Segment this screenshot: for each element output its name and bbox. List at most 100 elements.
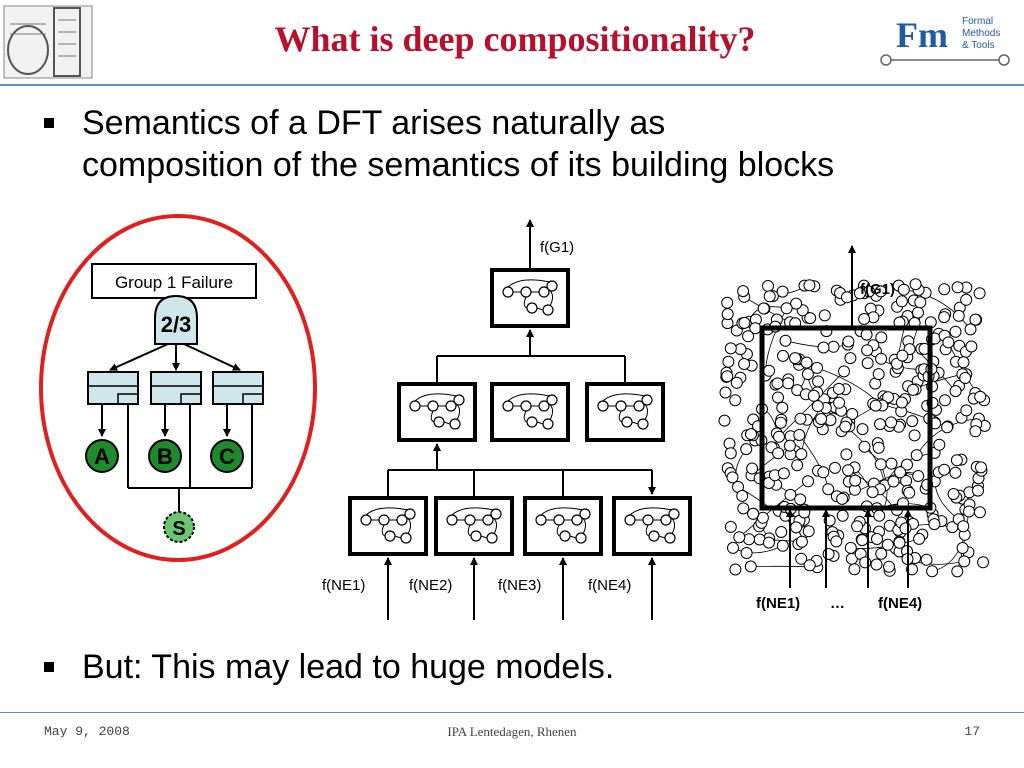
right-input-label-2: f(NE4) bbox=[878, 595, 922, 612]
state-node bbox=[844, 352, 857, 365]
state-node bbox=[903, 486, 916, 499]
state-node bbox=[803, 279, 816, 292]
state-node bbox=[957, 356, 970, 369]
state-node bbox=[872, 368, 885, 381]
state-node bbox=[729, 394, 742, 407]
state-node bbox=[807, 389, 820, 402]
state-node bbox=[973, 287, 986, 300]
state-node bbox=[974, 390, 987, 403]
state-node bbox=[721, 308, 734, 321]
state-node bbox=[882, 391, 895, 404]
fmt-logo-line-3: & Tools bbox=[962, 40, 995, 51]
state-node bbox=[721, 296, 734, 309]
state-node bbox=[724, 447, 737, 460]
state-node bbox=[762, 536, 775, 549]
state-node bbox=[896, 349, 909, 362]
fmt-logo-mark: Fm bbox=[896, 15, 948, 55]
state-node bbox=[801, 368, 814, 381]
state-node bbox=[727, 541, 739, 554]
state-node bbox=[802, 475, 814, 488]
state-node bbox=[777, 349, 789, 362]
state-node bbox=[840, 448, 853, 461]
state-node bbox=[800, 356, 813, 369]
state-node bbox=[719, 386, 732, 399]
bullet-semantics: Semantics of a DFT arises naturally as c… bbox=[44, 102, 994, 192]
state-node bbox=[973, 506, 986, 519]
state-node bbox=[895, 295, 908, 308]
state-node bbox=[744, 560, 757, 573]
header-rule bbox=[0, 84, 1024, 86]
state-node bbox=[848, 563, 861, 576]
state-node bbox=[726, 471, 739, 484]
state-node bbox=[938, 311, 951, 324]
basic-event-c-label: C bbox=[219, 444, 235, 469]
state-node bbox=[872, 441, 885, 454]
monolithic-model-box bbox=[759, 325, 933, 511]
state-node bbox=[906, 563, 918, 576]
state-node bbox=[775, 526, 788, 538]
state-node bbox=[893, 536, 906, 549]
footer-venue: IPA Lentedagen, Rhenen bbox=[447, 724, 577, 739]
state-transition bbox=[732, 545, 783, 554]
bullet-line-2: composition of the semantics of its buil… bbox=[82, 146, 835, 184]
top-left-thumbnail-logo bbox=[3, 5, 93, 79]
state-node bbox=[783, 439, 796, 452]
state-node bbox=[942, 336, 955, 349]
state-node bbox=[738, 316, 751, 329]
state-node bbox=[874, 285, 887, 298]
state-node bbox=[811, 361, 823, 374]
state-node bbox=[757, 302, 770, 315]
bullet-marker bbox=[44, 118, 54, 128]
state-node bbox=[853, 287, 866, 300]
right-input-ellipsis: … bbox=[830, 595, 845, 612]
right-output-label: f(G1) bbox=[860, 281, 895, 298]
state-node bbox=[849, 474, 862, 487]
state-node bbox=[733, 531, 746, 544]
state-node bbox=[874, 458, 887, 471]
voting-gate bbox=[154, 294, 198, 345]
basic-event-c bbox=[210, 439, 244, 473]
state-node bbox=[718, 414, 731, 427]
state-transition bbox=[903, 289, 971, 330]
state-node bbox=[908, 429, 921, 442]
leaf-automaton-box-1 bbox=[348, 496, 428, 556]
state-node bbox=[745, 428, 757, 441]
state-node bbox=[938, 463, 951, 476]
state-node bbox=[928, 518, 941, 531]
state-node bbox=[747, 507, 760, 520]
state-node bbox=[883, 560, 895, 573]
spare-event-s-label: S bbox=[172, 518, 185, 540]
state-node bbox=[836, 492, 849, 505]
state-node bbox=[866, 486, 879, 499]
state-node bbox=[782, 377, 795, 390]
state-node bbox=[887, 475, 900, 488]
basic-event-a-label: A bbox=[94, 444, 110, 469]
state-node bbox=[920, 553, 933, 566]
state-node bbox=[957, 520, 970, 533]
state-node bbox=[871, 533, 883, 545]
state-node bbox=[885, 457, 898, 470]
state-node bbox=[960, 293, 973, 306]
fmt-logo-graphic bbox=[880, 54, 1010, 66]
state-node bbox=[818, 309, 831, 322]
state-node bbox=[958, 555, 971, 568]
state-node bbox=[737, 285, 750, 298]
state-node bbox=[969, 313, 982, 326]
state-node bbox=[861, 357, 874, 370]
state-node bbox=[795, 535, 808, 548]
state-node bbox=[939, 394, 951, 407]
state-node bbox=[742, 330, 755, 343]
state-node bbox=[722, 355, 735, 368]
state-node bbox=[972, 484, 984, 497]
state-node bbox=[737, 502, 750, 515]
state-node bbox=[873, 509, 886, 522]
middle-input-label-4: f(NE4) bbox=[588, 577, 631, 594]
state-node bbox=[869, 399, 882, 412]
state-node bbox=[841, 291, 853, 304]
state-node bbox=[790, 521, 803, 534]
leaf-automaton-box-3 bbox=[523, 496, 603, 556]
state-node bbox=[790, 297, 803, 310]
top-event-label: Group 1 Failure bbox=[115, 273, 233, 292]
state-node bbox=[858, 313, 871, 325]
state-node bbox=[899, 522, 912, 535]
